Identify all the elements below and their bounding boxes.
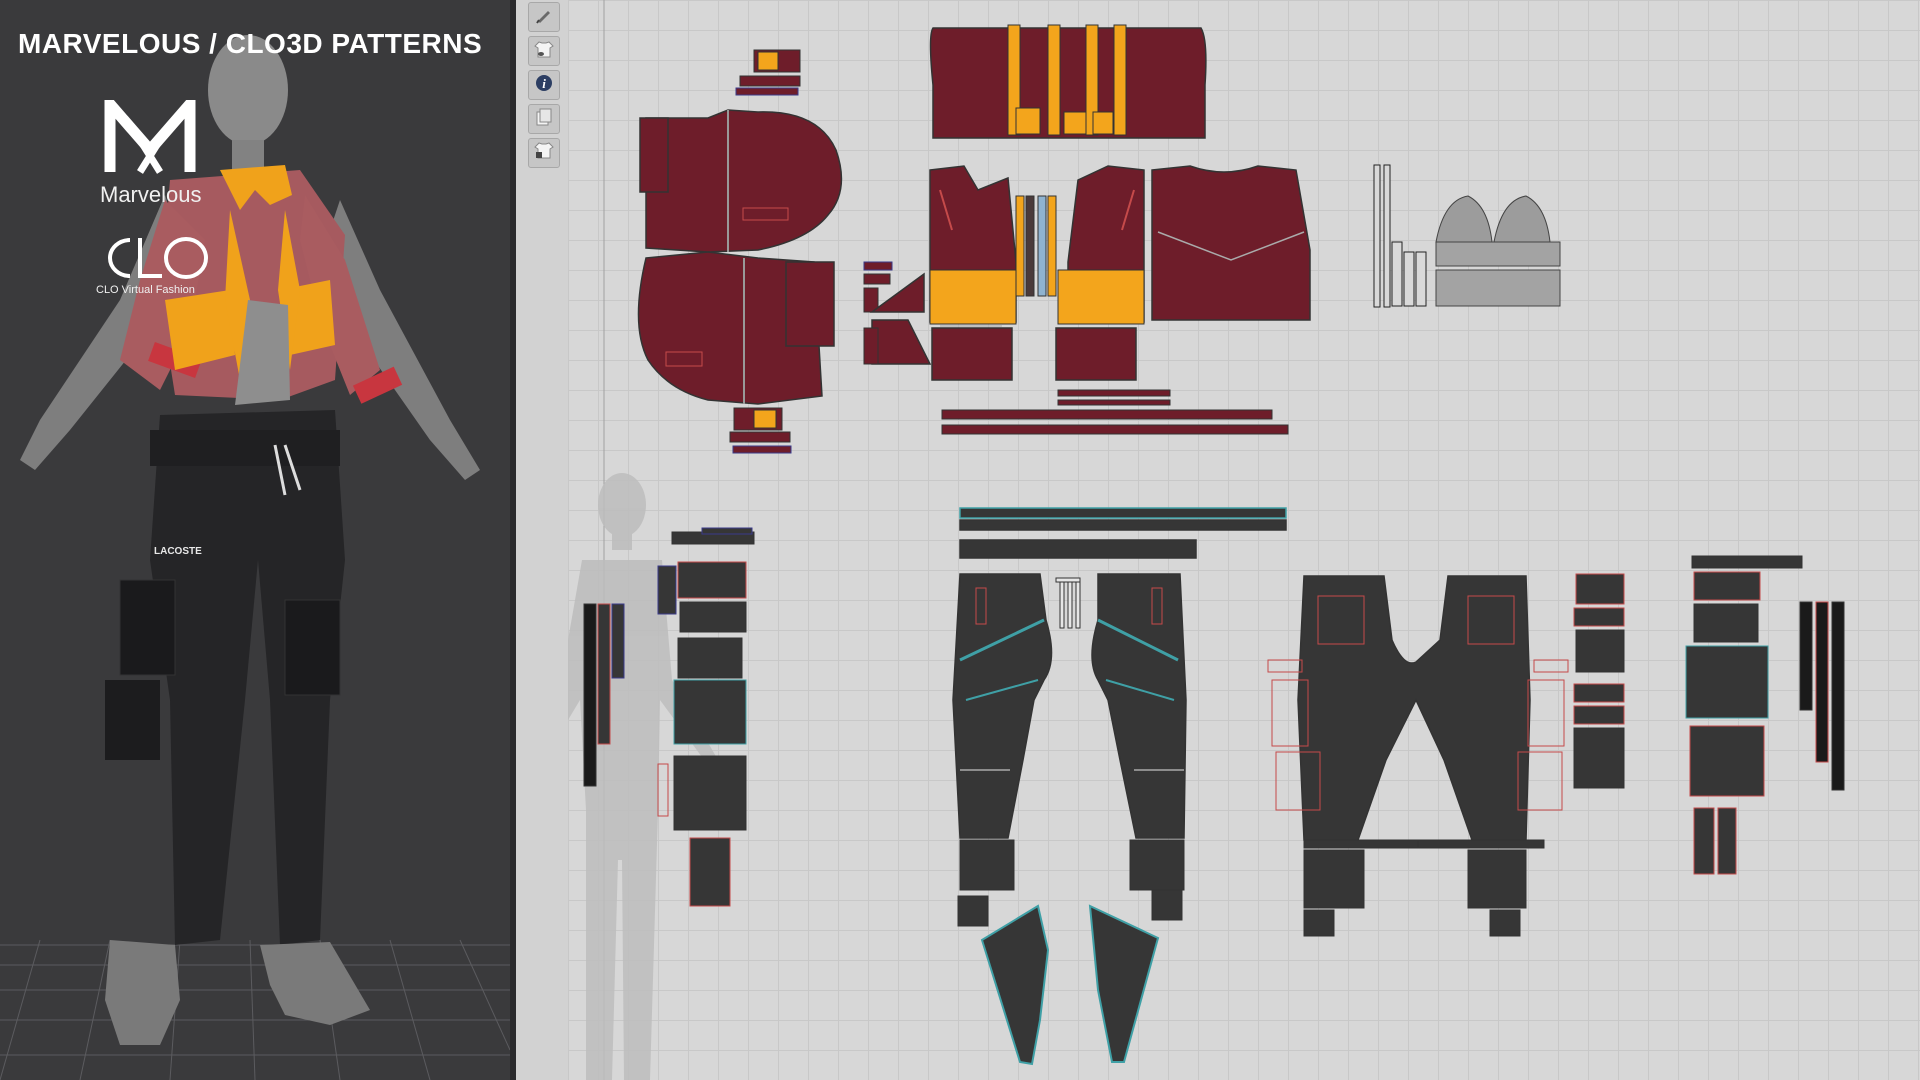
pants-brand-label: LACOSTE: [154, 546, 202, 557]
pants-front-panel-left[interactable]: [952, 573, 1053, 839]
pencil-icon: [535, 6, 553, 29]
marvelous-logo-mark: [104, 89, 196, 174]
marvelous-label: Marvelous: [100, 182, 202, 207]
panel-divider[interactable]: [510, 0, 516, 1080]
pattern-sheet-tool[interactable]: [528, 104, 560, 134]
lock-garment-tool[interactable]: [528, 138, 560, 168]
pants-strap-left[interactable]: [583, 603, 625, 787]
clo-logo: CLO Virtual Fashion: [90, 232, 240, 302]
3d-viewport[interactable]: MARVELOUS / CLO3D PATTERNS Marvelous CLO…: [0, 0, 510, 1080]
2d-pattern-window[interactable]: [568, 0, 1920, 1080]
clo-label: CLO Virtual Fashion: [96, 284, 195, 296]
pants-cuffs[interactable]: [957, 839, 1185, 927]
jacket-waistband-strips[interactable]: [941, 389, 1289, 435]
pants-cargo-pockets-left[interactable]: [657, 527, 755, 907]
pants-waistband-strips[interactable]: [959, 507, 1287, 559]
pattern-sheet-icon: [534, 107, 554, 132]
info-tool[interactable]: i: [528, 70, 560, 100]
marvelous-logo: Marvelous: [100, 89, 210, 210]
page-title: MARVELOUS / CLO3D PATTERNS: [18, 28, 483, 59]
shirt-lock-icon: [534, 141, 554, 166]
avatar-render: [0, 35, 510, 1080]
show-garment-tool[interactable]: [528, 36, 560, 66]
pants-cargo-pockets-far-right[interactable]: [1685, 555, 1803, 875]
jacket-small-parts-bottom[interactable]: [729, 407, 792, 454]
clo-logo-mark: [108, 237, 208, 279]
info-icon: i: [534, 73, 554, 98]
2d-toolbar: i: [516, 0, 569, 1080]
floor-grid: [0, 939, 510, 1080]
pants-strap-right[interactable]: [1799, 601, 1845, 791]
pants-front-panel-right[interactable]: [1091, 573, 1187, 839]
jacket-collar-piece[interactable]: [929, 24, 1207, 139]
jacket-front-panels[interactable]: [929, 165, 1145, 327]
pants-fly-pieces[interactable]: [1055, 577, 1081, 629]
pants-cargo-pockets-right[interactable]: [1573, 573, 1625, 789]
pants-knee-panels[interactable]: [980, 904, 1160, 1066]
jacket-sleeve-lower[interactable]: [637, 251, 835, 405]
jacket-front-pockets[interactable]: [931, 327, 1137, 381]
pants-back-panel[interactable]: [1267, 575, 1569, 937]
jacket-sleeve-upper[interactable]: [639, 109, 843, 253]
jacket-back-panel[interactable]: [1151, 165, 1311, 321]
pattern-canvas-svg: [568, 0, 1845, 1080]
jacket-side-tabs[interactable]: [863, 261, 932, 365]
shirt-eye-icon: [534, 40, 554, 63]
edit-pattern-tool[interactable]: [528, 2, 560, 32]
jacket-small-parts-top[interactable]: [735, 49, 801, 96]
lining-pattern-pieces[interactable]: [1373, 164, 1561, 308]
svg-text:i: i: [542, 76, 546, 91]
